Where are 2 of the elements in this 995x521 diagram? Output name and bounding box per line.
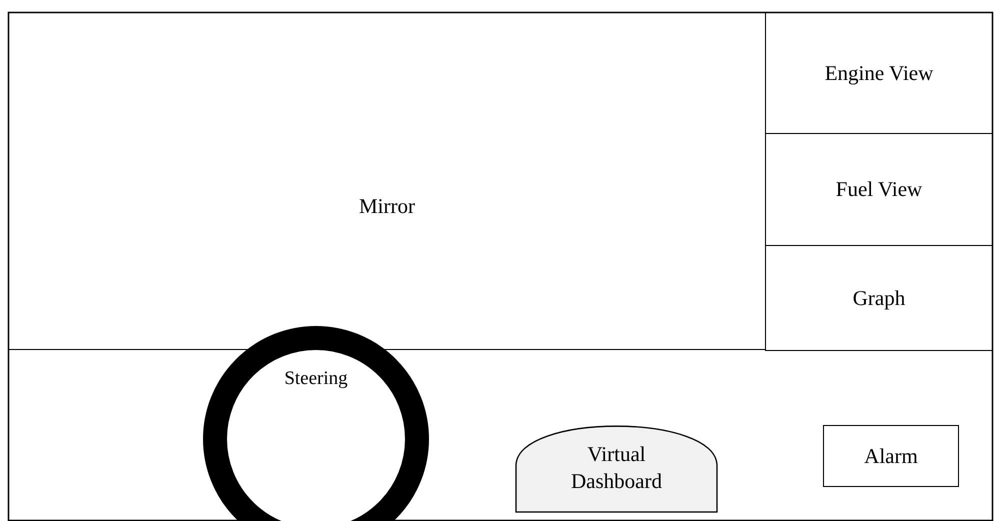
- steering-ring: Steering: [203, 326, 429, 521]
- alarm-box: Alarm: [823, 425, 959, 487]
